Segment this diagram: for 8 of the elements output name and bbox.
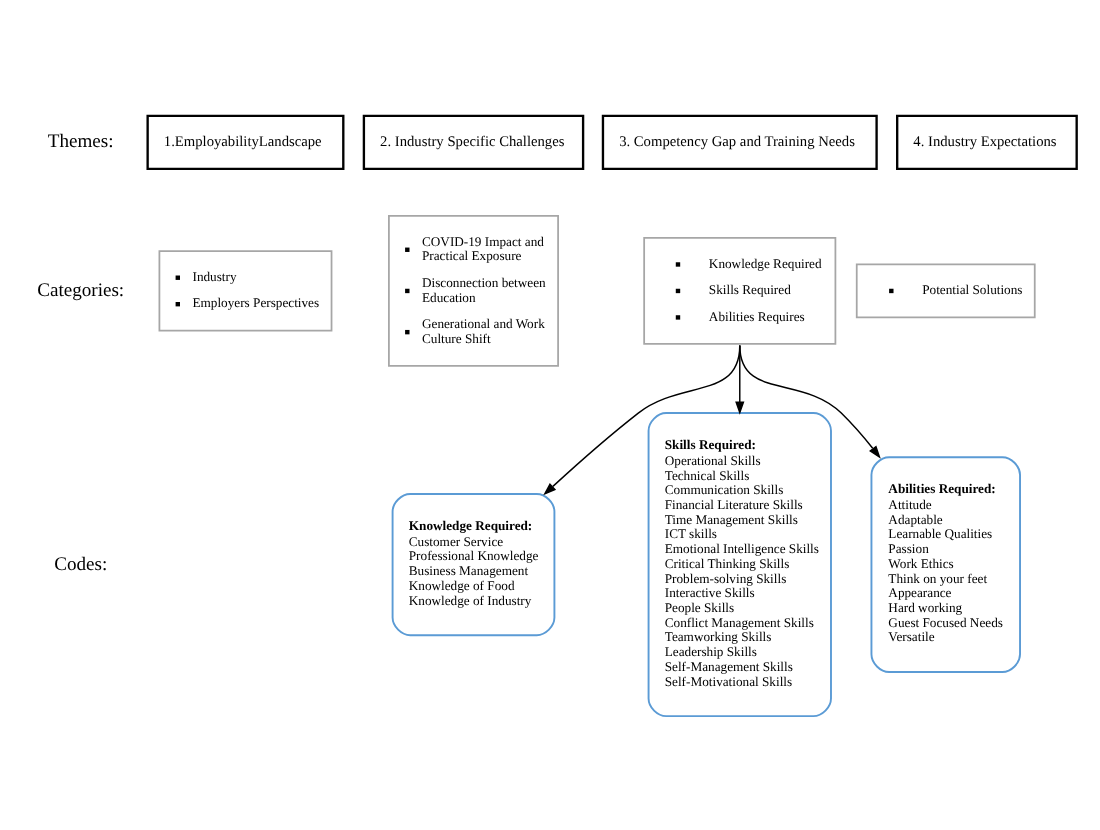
label: Themes:: [47, 130, 114, 153]
node-box: 2. Industry Specific Challenges: [362, 113, 585, 170]
node-box: 4. Industry Expectations: [896, 113, 1078, 170]
node-box: 3. Competency Gap and Training Needs: [601, 113, 878, 170]
arrow: [739, 343, 881, 458]
label: Codes:: [54, 552, 108, 575]
label: Categories:: [37, 278, 125, 301]
node-box: 1.EmployabilityLandscape: [146, 113, 345, 170]
